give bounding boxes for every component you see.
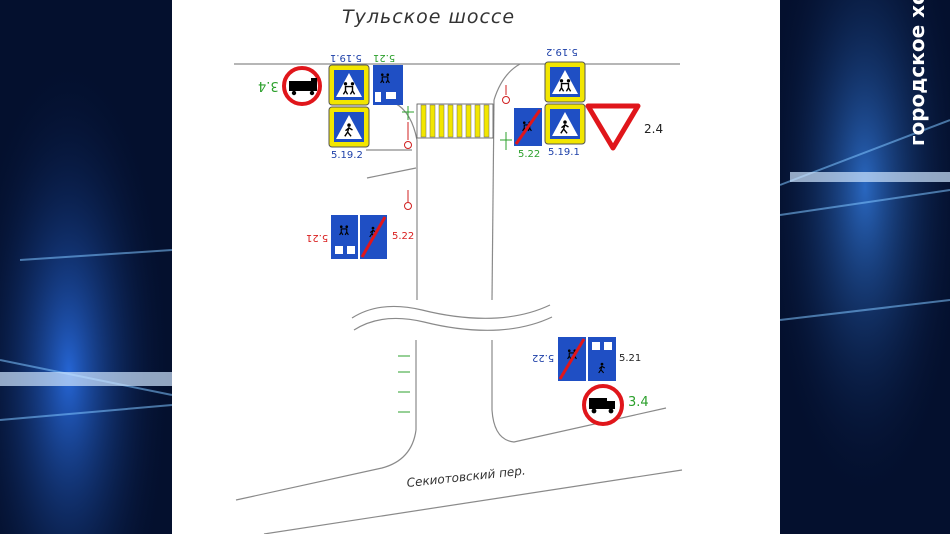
pedestrian-crosswalk [416,103,494,139]
road-scheme [234,61,683,534]
label-5-21-lower: 5.21 [619,353,642,364]
label-3-4-lower: 3.4 [628,395,649,410]
sign-5-19-2-left-icon [328,106,370,148]
sign-5-21-left-icon [373,65,403,105]
scheme-sheet: Тульское шоссе Секиотовский пер. 5.19.1 … [172,0,780,534]
channel-name: городское хозяйство Калуги [905,0,929,146]
sign-5-21-middle-icon [331,215,358,259]
sign-5-22-middle-icon [360,215,387,259]
label-5-19-2-right: 5.19.2 [546,46,578,57]
label-5-22-right-top: 5.22 [518,149,541,160]
label-5-19-1-left: 5.19.1 [330,52,362,63]
street-name-top: Тульское шоссе [342,6,516,28]
sign-2-4-yield-icon [585,103,641,151]
label-5-22-lower: 5.22 [532,352,555,363]
sign-5-22-right-icon [514,108,542,146]
label-5-21-middle: 5.21 [306,232,329,243]
label-5-21-left-top: 5.21 [373,52,396,63]
sign-5-21-lower-icon [588,337,616,381]
label-5-22-middle: 5.22 [392,231,415,242]
sign-3-4-lower-icon [582,384,624,426]
label-5-19-1-right: 5.19.1 [548,147,580,158]
sign-5-19-1-left-icon [328,64,370,106]
sign-3-4-left-icon [282,66,322,106]
sign-5-22-lower-icon [558,337,586,381]
sign-5-19-2-right-icon [544,61,586,103]
label-3-4-left: 3.4 [258,78,279,93]
sign-5-19-1-right-icon [544,103,586,145]
label-2-4: 2.4 [644,122,664,136]
label-5-19-2-left: 5.19.2 [331,150,363,161]
